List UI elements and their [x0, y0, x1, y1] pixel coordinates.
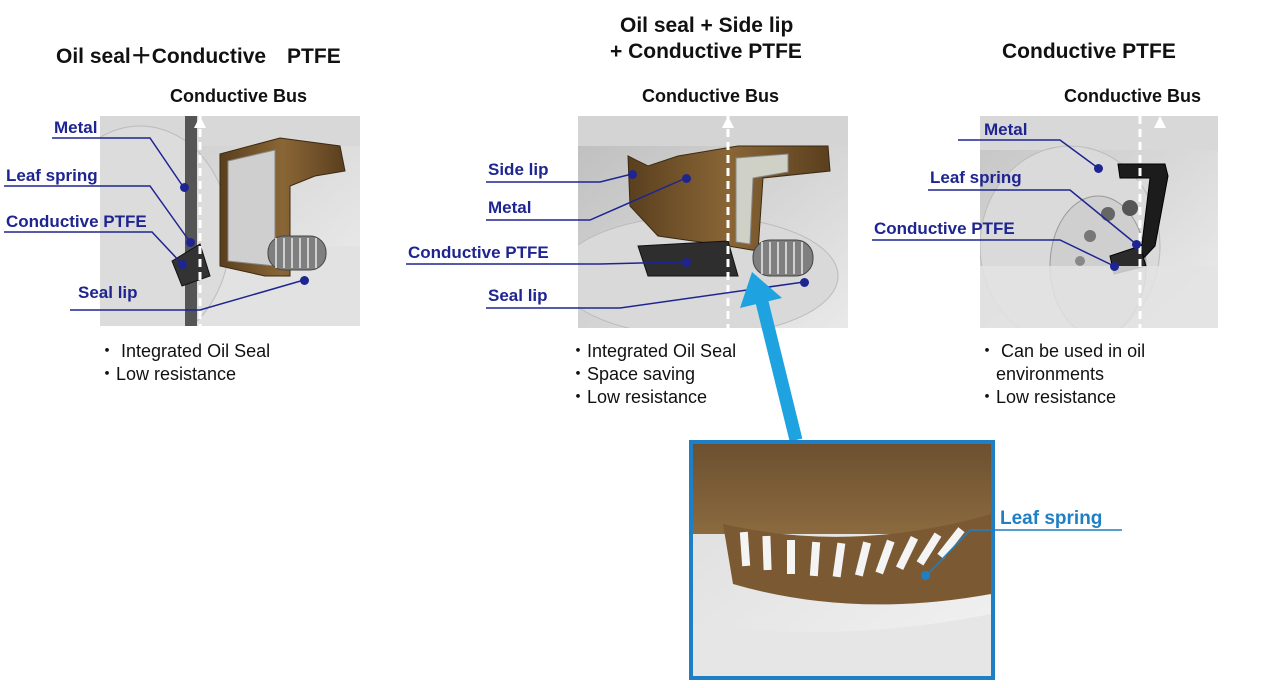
diagram-3-feature-1-cont: environments	[996, 364, 1105, 384]
diagram-1-callout-leaf-spring: Leaf spring	[6, 166, 98, 185]
zoom-label-leaf-spring: Leaf spring	[1000, 508, 1103, 529]
diagram-1-feature-2: ・Low resistance	[98, 364, 237, 384]
leaf-spring-zoom-illustration	[693, 444, 991, 676]
diagram-3-callout-leaf-spring: Leaf spring	[930, 168, 1022, 187]
diagram-1-dot-seal-lip	[300, 276, 309, 285]
diagram-3-callout-conductive-ptfe: Conductive PTFE	[874, 219, 1015, 238]
diagram-2-callout-seal-lip: Seal lip	[488, 286, 548, 305]
diagram-2-seal-illustration	[578, 116, 848, 328]
diagram-3-seal-illustration	[980, 116, 1218, 328]
diagram-2-title-line-1: Oil seal + Side lip	[620, 14, 794, 37]
diagram-3-callout-metal: Metal	[984, 120, 1028, 139]
diagram-3-feature-1: ・ Can be used in oil	[978, 341, 1146, 361]
diagram-2-callout-metal: Metal	[488, 198, 532, 217]
diagram-2-title-line-2: + Conductive PTFE	[610, 40, 802, 63]
diagram-1-render	[100, 116, 360, 326]
diagram-1-callout-metal: Metal	[54, 118, 98, 137]
diagram-2-render	[578, 116, 848, 328]
diagram-2-feature-2: ・Space saving	[569, 364, 696, 384]
diagram-2-feature-1: ・Integrated Oil Seal	[569, 341, 737, 361]
diagram-2-feature-3: ・Low resistance	[569, 387, 708, 407]
diagram-2-dot-metal	[682, 174, 691, 183]
diagram-1-title: Oil seal＋Conductive PTFE	[56, 45, 341, 68]
diagram-2-bus-label: Conductive Bus	[642, 86, 780, 106]
diagram-2-dot-side-lip	[628, 170, 637, 179]
diagram-3-feature-2: ・Low resistance	[978, 387, 1117, 407]
diagram-1-dot-conductive-ptfe	[178, 260, 187, 269]
diagram-2-callout-side-lip: Side lip	[488, 160, 549, 179]
diagram-3-render	[980, 116, 1218, 328]
diagram-2-callout-conductive-ptfe: Conductive PTFE	[408, 243, 549, 262]
diagram-3-dot-leaf-spring	[1132, 240, 1141, 249]
diagram-1-dot-metal	[180, 183, 189, 192]
diagram-2-dot-seal-lip	[800, 278, 809, 287]
diagram-1-seal-illustration	[100, 116, 360, 326]
zoom-dot-leaf-spring	[921, 571, 930, 580]
diagram-1-bus-label: Conductive Bus	[170, 86, 308, 106]
diagram-1-dot-leaf-spring	[186, 238, 195, 247]
diagram-3-title: Conductive PTFE	[1002, 40, 1176, 63]
leaf-spring-zoom-inset	[689, 440, 995, 680]
diagram-3-dot-conductive-ptfe	[1110, 262, 1119, 271]
diagram-3-bus-label: Conductive Bus	[1064, 86, 1202, 106]
diagram-1-callout-seal-lip: Seal lip	[78, 283, 138, 302]
diagram-3-dot-metal	[1094, 164, 1103, 173]
diagram-1-callout-conductive-ptfe: Conductive PTFE	[6, 212, 147, 231]
diagram-2-dot-conductive-ptfe	[682, 258, 691, 267]
diagram-1-feature-1: ・ Integrated Oil Seal	[98, 341, 271, 361]
